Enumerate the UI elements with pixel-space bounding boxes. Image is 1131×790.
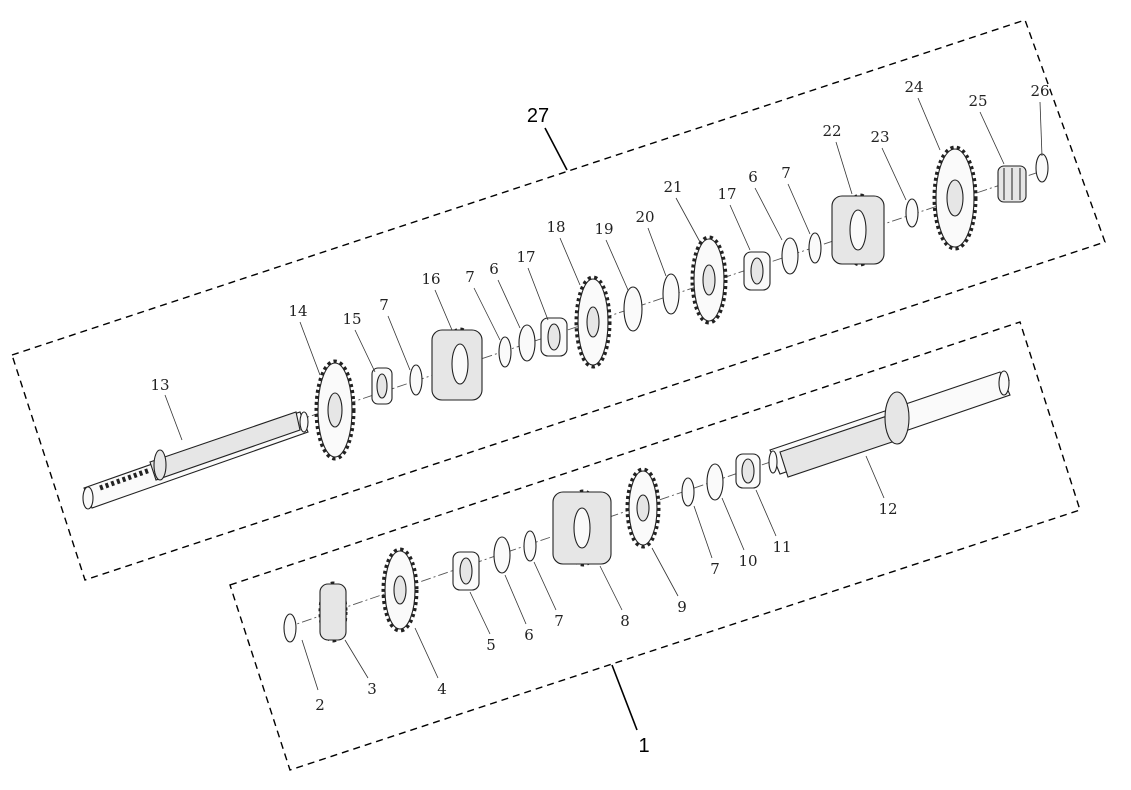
washer-6-upper-a <box>518 324 536 362</box>
callout-7-upper-a: 7 <box>379 296 389 314</box>
callout-7-upper-c: 7 <box>781 164 791 182</box>
shift-gear-22 <box>831 193 885 267</box>
countershaft-12 <box>768 370 1011 478</box>
callout-6-upper-a: 6 <box>489 260 499 278</box>
callout-7-lower-a: 7 <box>554 612 564 630</box>
assembly-1-frame <box>229 321 1081 771</box>
circlip-7-upper-a <box>409 364 423 396</box>
washer-2 <box>283 613 297 643</box>
bushing-11 <box>735 453 761 489</box>
callout-8: 8 <box>620 612 630 630</box>
callout-2: 2 <box>315 696 325 714</box>
callout-22: 22 <box>822 122 841 140</box>
assembly-27-label: 27 <box>527 105 549 127</box>
callout-3: 3 <box>367 680 377 698</box>
assembly-1-label: 1 <box>638 735 649 757</box>
circlip-7-lower-a <box>523 530 537 562</box>
circlip-7-upper-c <box>808 232 822 264</box>
gear-21 <box>690 235 728 325</box>
needle-bearing-25 <box>997 165 1027 203</box>
callout-10: 10 <box>738 552 757 570</box>
bushing-17-a <box>540 317 568 357</box>
callout-26: 26 <box>1030 82 1049 100</box>
gear-4 <box>381 547 419 633</box>
lock-washer-20 <box>662 273 680 315</box>
callout-21: 21 <box>663 178 682 196</box>
callout-24: 24 <box>904 78 923 96</box>
callout-17-b: 17 <box>717 185 736 203</box>
gear-24 <box>932 145 978 251</box>
washer-6-lower <box>493 536 511 574</box>
callout-11: 11 <box>772 538 791 556</box>
callout-17-a: 17 <box>516 248 535 266</box>
callout-20: 20 <box>635 208 654 226</box>
circlip-7-lower-b <box>681 477 695 507</box>
callout-5: 5 <box>486 636 496 654</box>
washer-26 <box>1035 153 1049 183</box>
assembly-27-frame <box>11 19 1106 581</box>
mainshaft-13 <box>82 411 309 510</box>
callout-15: 15 <box>342 310 361 328</box>
circlip-7-upper-b <box>498 336 512 368</box>
callout-14: 14 <box>288 302 307 320</box>
callout-6-upper-b: 6 <box>748 168 758 186</box>
shift-gear-8 <box>552 489 612 567</box>
gear-9 <box>625 467 661 549</box>
bushing-5 <box>452 551 480 591</box>
callout-7-lower-b: 7 <box>710 560 720 578</box>
gear-14 <box>314 359 356 461</box>
callout-7-upper-b: 7 <box>465 268 475 286</box>
callout-23: 23 <box>870 128 889 146</box>
shift-gear-16 <box>431 327 483 401</box>
callout-12: 12 <box>878 500 897 518</box>
callout-6-lower: 6 <box>524 626 534 644</box>
callout-13: 13 <box>150 376 169 394</box>
bushing-17-b <box>743 251 771 291</box>
callout-9: 9 <box>677 598 687 616</box>
washer-19 <box>623 286 643 332</box>
callout-16: 16 <box>421 270 440 288</box>
bushing-15 <box>371 367 393 405</box>
washer-23 <box>905 198 919 228</box>
callout-18: 18 <box>546 218 565 236</box>
washer-6-upper-b <box>781 237 799 275</box>
gear-18 <box>574 275 612 369</box>
washer-10 <box>706 463 724 501</box>
callout-25: 25 <box>968 92 987 110</box>
callout-4: 4 <box>437 680 447 698</box>
callout-19: 19 <box>594 220 613 238</box>
gear-3 <box>318 581 348 643</box>
